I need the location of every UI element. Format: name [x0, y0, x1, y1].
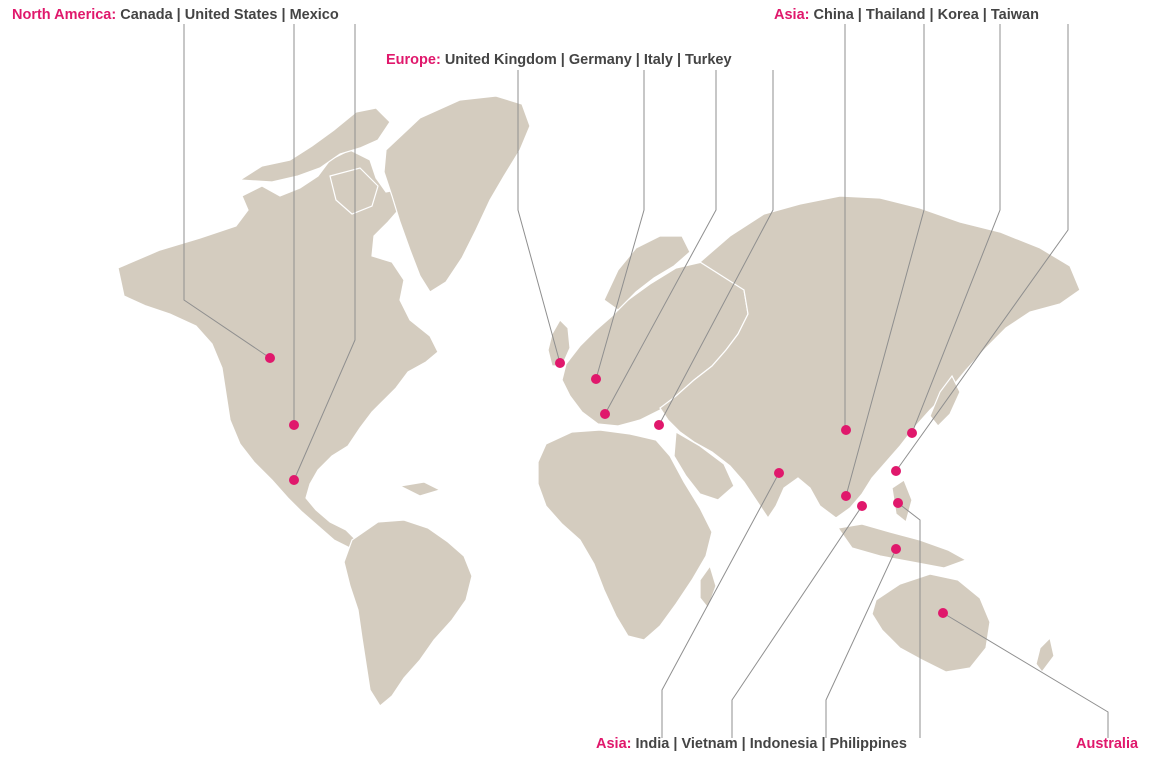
pin-australia: [938, 608, 948, 618]
leader-lines: [183, 24, 1109, 738]
leader-philippines: [897, 502, 921, 738]
separator: |: [277, 7, 290, 23]
pin-vietnam: [857, 501, 867, 511]
country-india: India: [635, 736, 670, 752]
leader-indonesia: [825, 548, 897, 738]
country-korea: Korea: [937, 7, 979, 23]
pin-philippines: [893, 498, 903, 508]
pin-indonesia: [891, 544, 901, 554]
australia-land: [871, 573, 991, 673]
country-united-states: United States: [184, 7, 278, 23]
north-america-land: [117, 149, 439, 549]
arabia-land: [673, 431, 735, 501]
pins: [265, 353, 948, 618]
separator: |: [853, 7, 866, 23]
country-philippines: Philippines: [829, 736, 907, 752]
country-thailand: Thailand: [865, 7, 926, 23]
pin-india: [774, 468, 784, 478]
label-asia-south: Asia: India | Vietnam | Indonesia | Phil…: [596, 736, 907, 752]
leader-united-kingdom: [517, 70, 561, 364]
separator: |: [737, 736, 750, 752]
leader-taiwan: [895, 24, 1069, 472]
africa-land: [537, 429, 713, 641]
leader-thailand: [845, 24, 925, 497]
pin-germany: [591, 374, 601, 384]
separator: |: [631, 52, 644, 68]
pin-canada: [265, 353, 275, 363]
leader-mexico: [293, 24, 356, 481]
indonesia-land: [836, 523, 968, 569]
label-asia-north: Asia: China | Thailand | Korea | Taiwan: [774, 7, 1039, 23]
country-germany: Germany: [568, 52, 632, 68]
pin-thailand: [841, 491, 851, 501]
country-italy: Italy: [643, 52, 673, 68]
country-china: China: [813, 7, 854, 23]
leader-germany: [595, 70, 645, 380]
country-taiwan: Taiwan: [990, 7, 1039, 23]
uk-land: [547, 319, 571, 367]
leader-italy: [604, 70, 717, 415]
madagascar-land: [699, 564, 717, 610]
pin-united-kingdom: [555, 358, 565, 368]
region-asia-north: Asia:: [774, 7, 810, 23]
region-north-america: North America:: [12, 7, 117, 23]
pin-taiwan: [891, 466, 901, 476]
pin-turkey: [654, 420, 664, 430]
separator: |: [978, 7, 991, 23]
separator: |: [556, 52, 569, 68]
leader-vietnam: [731, 505, 863, 738]
region-asia-south: Asia:: [596, 736, 632, 752]
region-europe: Europe:: [386, 52, 441, 68]
baffin-land: [329, 167, 379, 215]
separator: |: [672, 52, 686, 68]
leader-canada: [183, 24, 271, 359]
label-europe: Europe: United Kingdom | Germany | Italy…: [386, 52, 732, 68]
arctic-islands-land: [238, 107, 391, 183]
scandinavia-land: [603, 235, 691, 311]
separator: |: [669, 736, 682, 752]
separator: |: [817, 736, 830, 752]
leader-india: [661, 472, 780, 738]
asia-land: [659, 195, 1081, 520]
south-america-land: [343, 519, 473, 707]
separator: |: [172, 7, 185, 23]
pin-united-states: [289, 420, 299, 430]
leader-australia: [942, 612, 1109, 738]
landmasses: [117, 95, 1081, 707]
country-indonesia: Indonesia: [749, 736, 818, 752]
leader-korea: [911, 24, 1001, 434]
country-turkey: Turkey: [685, 52, 732, 68]
country-mexico: Mexico: [289, 7, 339, 23]
country-canada: Canada: [120, 7, 173, 23]
pin-korea: [907, 428, 917, 438]
region-australia: Australia: [1076, 736, 1139, 752]
pin-italy: [600, 409, 610, 419]
leader-turkey: [658, 70, 774, 426]
greenland-land: [383, 95, 531, 293]
label-australia: Australia: [1076, 736, 1138, 752]
separator: |: [925, 7, 938, 23]
country-united-kingdom: United Kingdom: [444, 52, 557, 68]
new-zealand-land: [1035, 636, 1055, 673]
country-vietnam: Vietnam: [681, 736, 738, 752]
pin-mexico: [289, 475, 299, 485]
label-north-america: North America: Canada | United States | …: [12, 7, 339, 23]
caribbean-land: [398, 481, 442, 497]
pin-china: [841, 425, 851, 435]
